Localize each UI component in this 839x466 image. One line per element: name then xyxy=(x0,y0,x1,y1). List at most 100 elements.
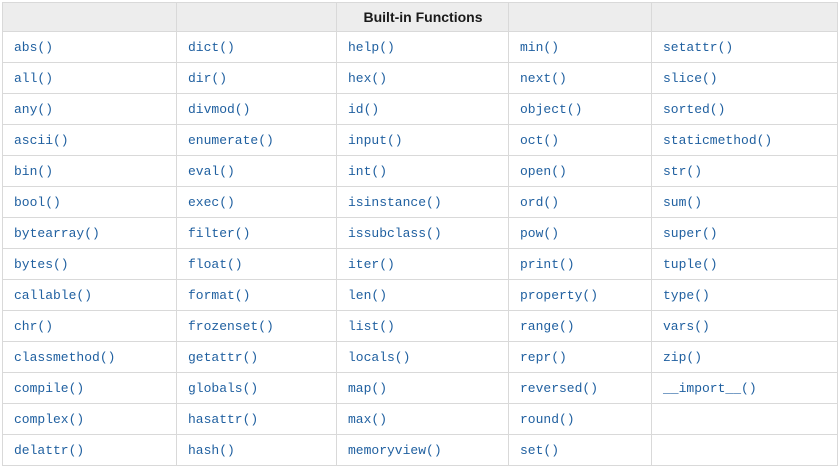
table-cell: hex() xyxy=(336,62,509,94)
function-link-str[interactable]: str() xyxy=(663,164,703,179)
function-link-ascii[interactable]: ascii() xyxy=(14,133,69,148)
function-link-staticmethod[interactable]: staticmethod() xyxy=(663,133,773,148)
function-link-bytearray[interactable]: bytearray() xyxy=(14,226,100,241)
function-link-all[interactable]: all() xyxy=(14,71,54,86)
function-link-sorted[interactable]: sorted() xyxy=(663,102,726,117)
function-link-abs[interactable]: abs() xyxy=(14,40,54,55)
function-link-round[interactable]: round() xyxy=(520,412,575,427)
function-link-bytes[interactable]: bytes() xyxy=(14,257,69,272)
function-link-super[interactable]: super() xyxy=(663,226,718,241)
function-link-object[interactable]: object() xyxy=(520,102,583,117)
function-link-format[interactable]: format() xyxy=(188,288,251,303)
function-link-reversed[interactable]: reversed() xyxy=(520,381,599,396)
table-row: delattr() hash() memoryview() set() xyxy=(2,434,838,466)
function-link-dict[interactable]: dict() xyxy=(188,40,235,55)
function-link-isinstance[interactable]: isinstance() xyxy=(348,195,442,210)
function-link-input[interactable]: input() xyxy=(348,133,403,148)
function-link-frozenset[interactable]: frozenset() xyxy=(188,319,274,334)
function-link-getattr[interactable]: getattr() xyxy=(188,350,259,365)
function-link-set[interactable]: set() xyxy=(520,443,560,458)
function-link-sum[interactable]: sum() xyxy=(663,195,703,210)
table-cell: type() xyxy=(651,279,838,311)
function-link-compile[interactable]: compile() xyxy=(14,381,85,396)
function-link-hasattr[interactable]: hasattr() xyxy=(188,412,259,427)
function-link-callable[interactable]: callable() xyxy=(14,288,93,303)
table-cell: dir() xyxy=(176,62,337,94)
function-link-exec[interactable]: exec() xyxy=(188,195,235,210)
function-link-setattr[interactable]: setattr() xyxy=(663,40,734,55)
function-link-zip[interactable]: zip() xyxy=(663,350,703,365)
table-cell: dict() xyxy=(176,31,337,63)
table-cell: vars() xyxy=(651,310,838,342)
table-cell: property() xyxy=(508,279,652,311)
function-link-dir[interactable]: dir() xyxy=(188,71,228,86)
table-cell: classmethod() xyxy=(2,341,177,373)
table-cell: super() xyxy=(651,217,838,249)
function-link-pow[interactable]: pow() xyxy=(520,226,560,241)
function-link-any[interactable]: any() xyxy=(14,102,54,117)
function-link-oct[interactable]: oct() xyxy=(520,133,560,148)
table-cell: ascii() xyxy=(2,124,177,156)
function-link-min[interactable]: min() xyxy=(520,40,560,55)
function-link-print[interactable]: print() xyxy=(520,257,575,272)
function-link-iter[interactable]: iter() xyxy=(348,257,395,272)
function-link-classmethod[interactable]: classmethod() xyxy=(14,350,116,365)
function-link-locals[interactable]: locals() xyxy=(348,350,411,365)
function-link-memoryview[interactable]: memoryview() xyxy=(348,443,442,458)
table-cell: format() xyxy=(176,279,337,311)
function-link-len[interactable]: len() xyxy=(348,288,388,303)
table-cell: frozenset() xyxy=(176,310,337,342)
function-link-list[interactable]: list() xyxy=(348,319,395,334)
function-link-filter[interactable]: filter() xyxy=(188,226,251,241)
function-link-slice[interactable]: slice() xyxy=(663,71,718,86)
table-row: any() divmod() id() object() sorted() xyxy=(2,93,838,125)
function-link-open[interactable]: open() xyxy=(520,164,567,179)
function-link-map[interactable]: map() xyxy=(348,381,388,396)
table-cell: list() xyxy=(336,310,509,342)
table-cell: bin() xyxy=(2,155,177,187)
table-row: abs() dict() help() min() setattr() xyxy=(2,31,838,63)
function-link-bool[interactable]: bool() xyxy=(14,195,61,210)
table-header: Built-in Functions xyxy=(2,2,838,32)
table-cell: min() xyxy=(508,31,652,63)
table-cell: bytes() xyxy=(2,248,177,280)
header-cell-empty-4 xyxy=(508,2,652,32)
function-link-int[interactable]: int() xyxy=(348,164,388,179)
function-link-tuple[interactable]: tuple() xyxy=(663,257,718,272)
function-link-max[interactable]: max() xyxy=(348,412,388,427)
table-cell: id() xyxy=(336,93,509,125)
function-link-__import__[interactable]: __import__() xyxy=(663,381,757,396)
function-link-repr[interactable]: repr() xyxy=(520,350,567,365)
table-cell: eval() xyxy=(176,155,337,187)
table-cell: any() xyxy=(2,93,177,125)
function-link-id[interactable]: id() xyxy=(348,102,380,117)
function-link-property[interactable]: property() xyxy=(520,288,599,303)
function-link-eval[interactable]: eval() xyxy=(188,164,235,179)
function-link-ord[interactable]: ord() xyxy=(520,195,560,210)
table-cell: slice() xyxy=(651,62,838,94)
table-cell: staticmethod() xyxy=(651,124,838,156)
header-cell-empty-1 xyxy=(2,2,177,32)
function-link-issubclass[interactable]: issubclass() xyxy=(348,226,442,241)
function-link-next[interactable]: next() xyxy=(520,71,567,86)
table-cell: ord() xyxy=(508,186,652,218)
function-link-enumerate[interactable]: enumerate() xyxy=(188,133,274,148)
function-link-divmod[interactable]: divmod() xyxy=(188,102,251,117)
function-link-delattr[interactable]: delattr() xyxy=(14,443,85,458)
function-link-type[interactable]: type() xyxy=(663,288,710,303)
function-link-vars[interactable]: vars() xyxy=(663,319,710,334)
function-link-chr[interactable]: chr() xyxy=(14,319,54,334)
function-link-range[interactable]: range() xyxy=(520,319,575,334)
function-link-float[interactable]: float() xyxy=(188,257,243,272)
function-link-globals[interactable]: globals() xyxy=(188,381,259,396)
table-row: chr() frozenset() list() range() vars() xyxy=(2,310,838,342)
function-link-hex[interactable]: hex() xyxy=(348,71,388,86)
function-link-hash[interactable]: hash() xyxy=(188,443,235,458)
function-link-complex[interactable]: complex() xyxy=(14,412,85,427)
function-link-help[interactable]: help() xyxy=(348,40,395,55)
function-link-bin[interactable]: bin() xyxy=(14,164,54,179)
table-cell: max() xyxy=(336,403,509,435)
table-cell xyxy=(651,403,838,435)
table-cell: hasattr() xyxy=(176,403,337,435)
